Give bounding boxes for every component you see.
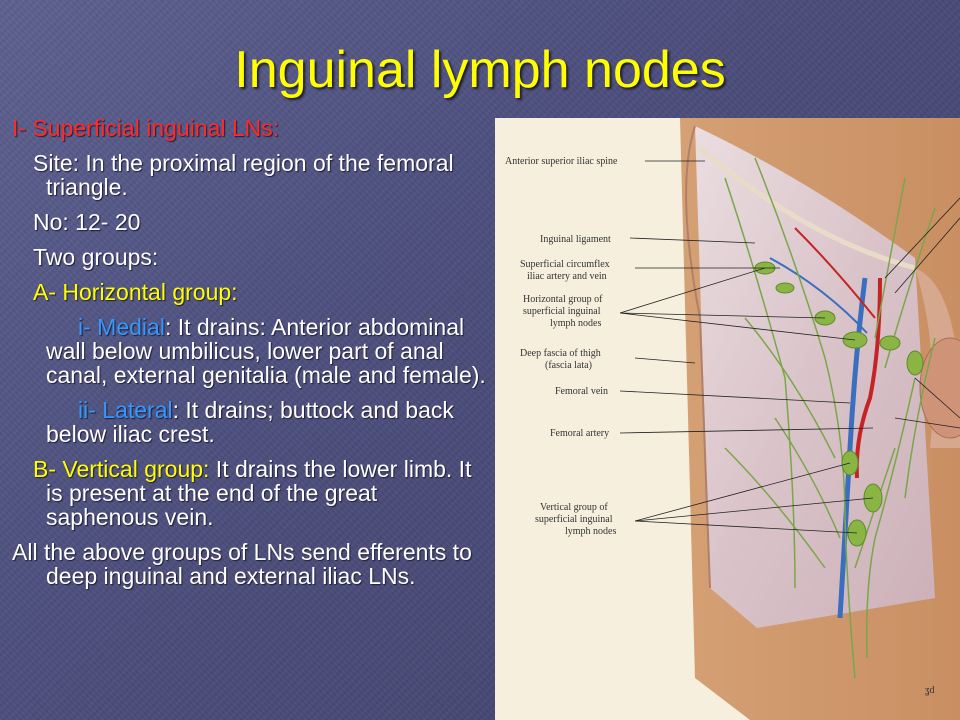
- lateral-text: : It drains; buttock and back below ilia…: [46, 397, 454, 447]
- anatomy-illustration: Anterior superior iliac spine Inguinal l…: [495, 118, 960, 720]
- superficial-heading: I- Superficial inguinal LNs:: [12, 115, 280, 141]
- lateral-prefix: ii-: [78, 397, 103, 423]
- label-vertical-2: superficial inguinal: [535, 514, 613, 525]
- label-deep-fascia-1: Deep fascia of thigh: [520, 348, 601, 359]
- lateral-paragraph: ii- Lateral: It drains; buttock and back…: [12, 398, 492, 446]
- summary-text: All the above groups of LNs send efferen…: [12, 539, 472, 589]
- label-inguinal-ligament: Inguinal ligament: [540, 234, 611, 245]
- label-vertical-3: lymph nodes: [565, 526, 616, 537]
- label-asis: Anterior superior iliac spine: [505, 156, 618, 167]
- medial-text: : It drains: Anterior abdominal wall bel…: [46, 314, 486, 388]
- medial-label: Medial: [97, 314, 165, 340]
- lateral-label: Lateral: [102, 397, 173, 423]
- groups-text: Two groups:: [33, 244, 159, 270]
- label-circumflex-2: iliac artery and vein: [527, 271, 607, 282]
- horizontal-group-heading: A- Horizontal group:: [33, 279, 238, 305]
- number-text: No: 12- 20: [33, 209, 141, 235]
- vertical-text: It drains the lower limb. It is present …: [46, 456, 472, 530]
- slide-body: I- Superficial inguinal LNs: Site: In th…: [12, 116, 492, 599]
- artist-signature: ʓd: [925, 685, 934, 696]
- vertical-group-heading: B- Vertical group:: [33, 456, 210, 482]
- label-deep-fascia-2: (fascia lata): [545, 360, 592, 371]
- label-circumflex-1: Superficial circumflex: [520, 259, 610, 270]
- thigh-diagram: Anterior superior iliac spine Inguinal l…: [505, 118, 960, 720]
- slide-title: Inguinal lymph nodes: [234, 41, 726, 99]
- label-femoral-vein: Femoral vein: [555, 386, 608, 397]
- vertical-paragraph: B- Vertical group: It drains the lower l…: [12, 457, 492, 529]
- label-horizontal-3: lymph nodes: [550, 318, 601, 329]
- medial-prefix: i-: [78, 314, 98, 340]
- label-horizontal-2: superficial inguinal: [523, 306, 601, 317]
- site-text: Site: In the proximal region of the femo…: [33, 150, 454, 200]
- medial-paragraph: i- Medial: It drains: Anterior abdominal…: [12, 315, 492, 387]
- label-horizontal-1: Horizontal group of: [523, 294, 603, 305]
- label-femoral-artery: Femoral artery: [550, 428, 609, 439]
- label-vertical-1: Vertical group of: [540, 502, 608, 513]
